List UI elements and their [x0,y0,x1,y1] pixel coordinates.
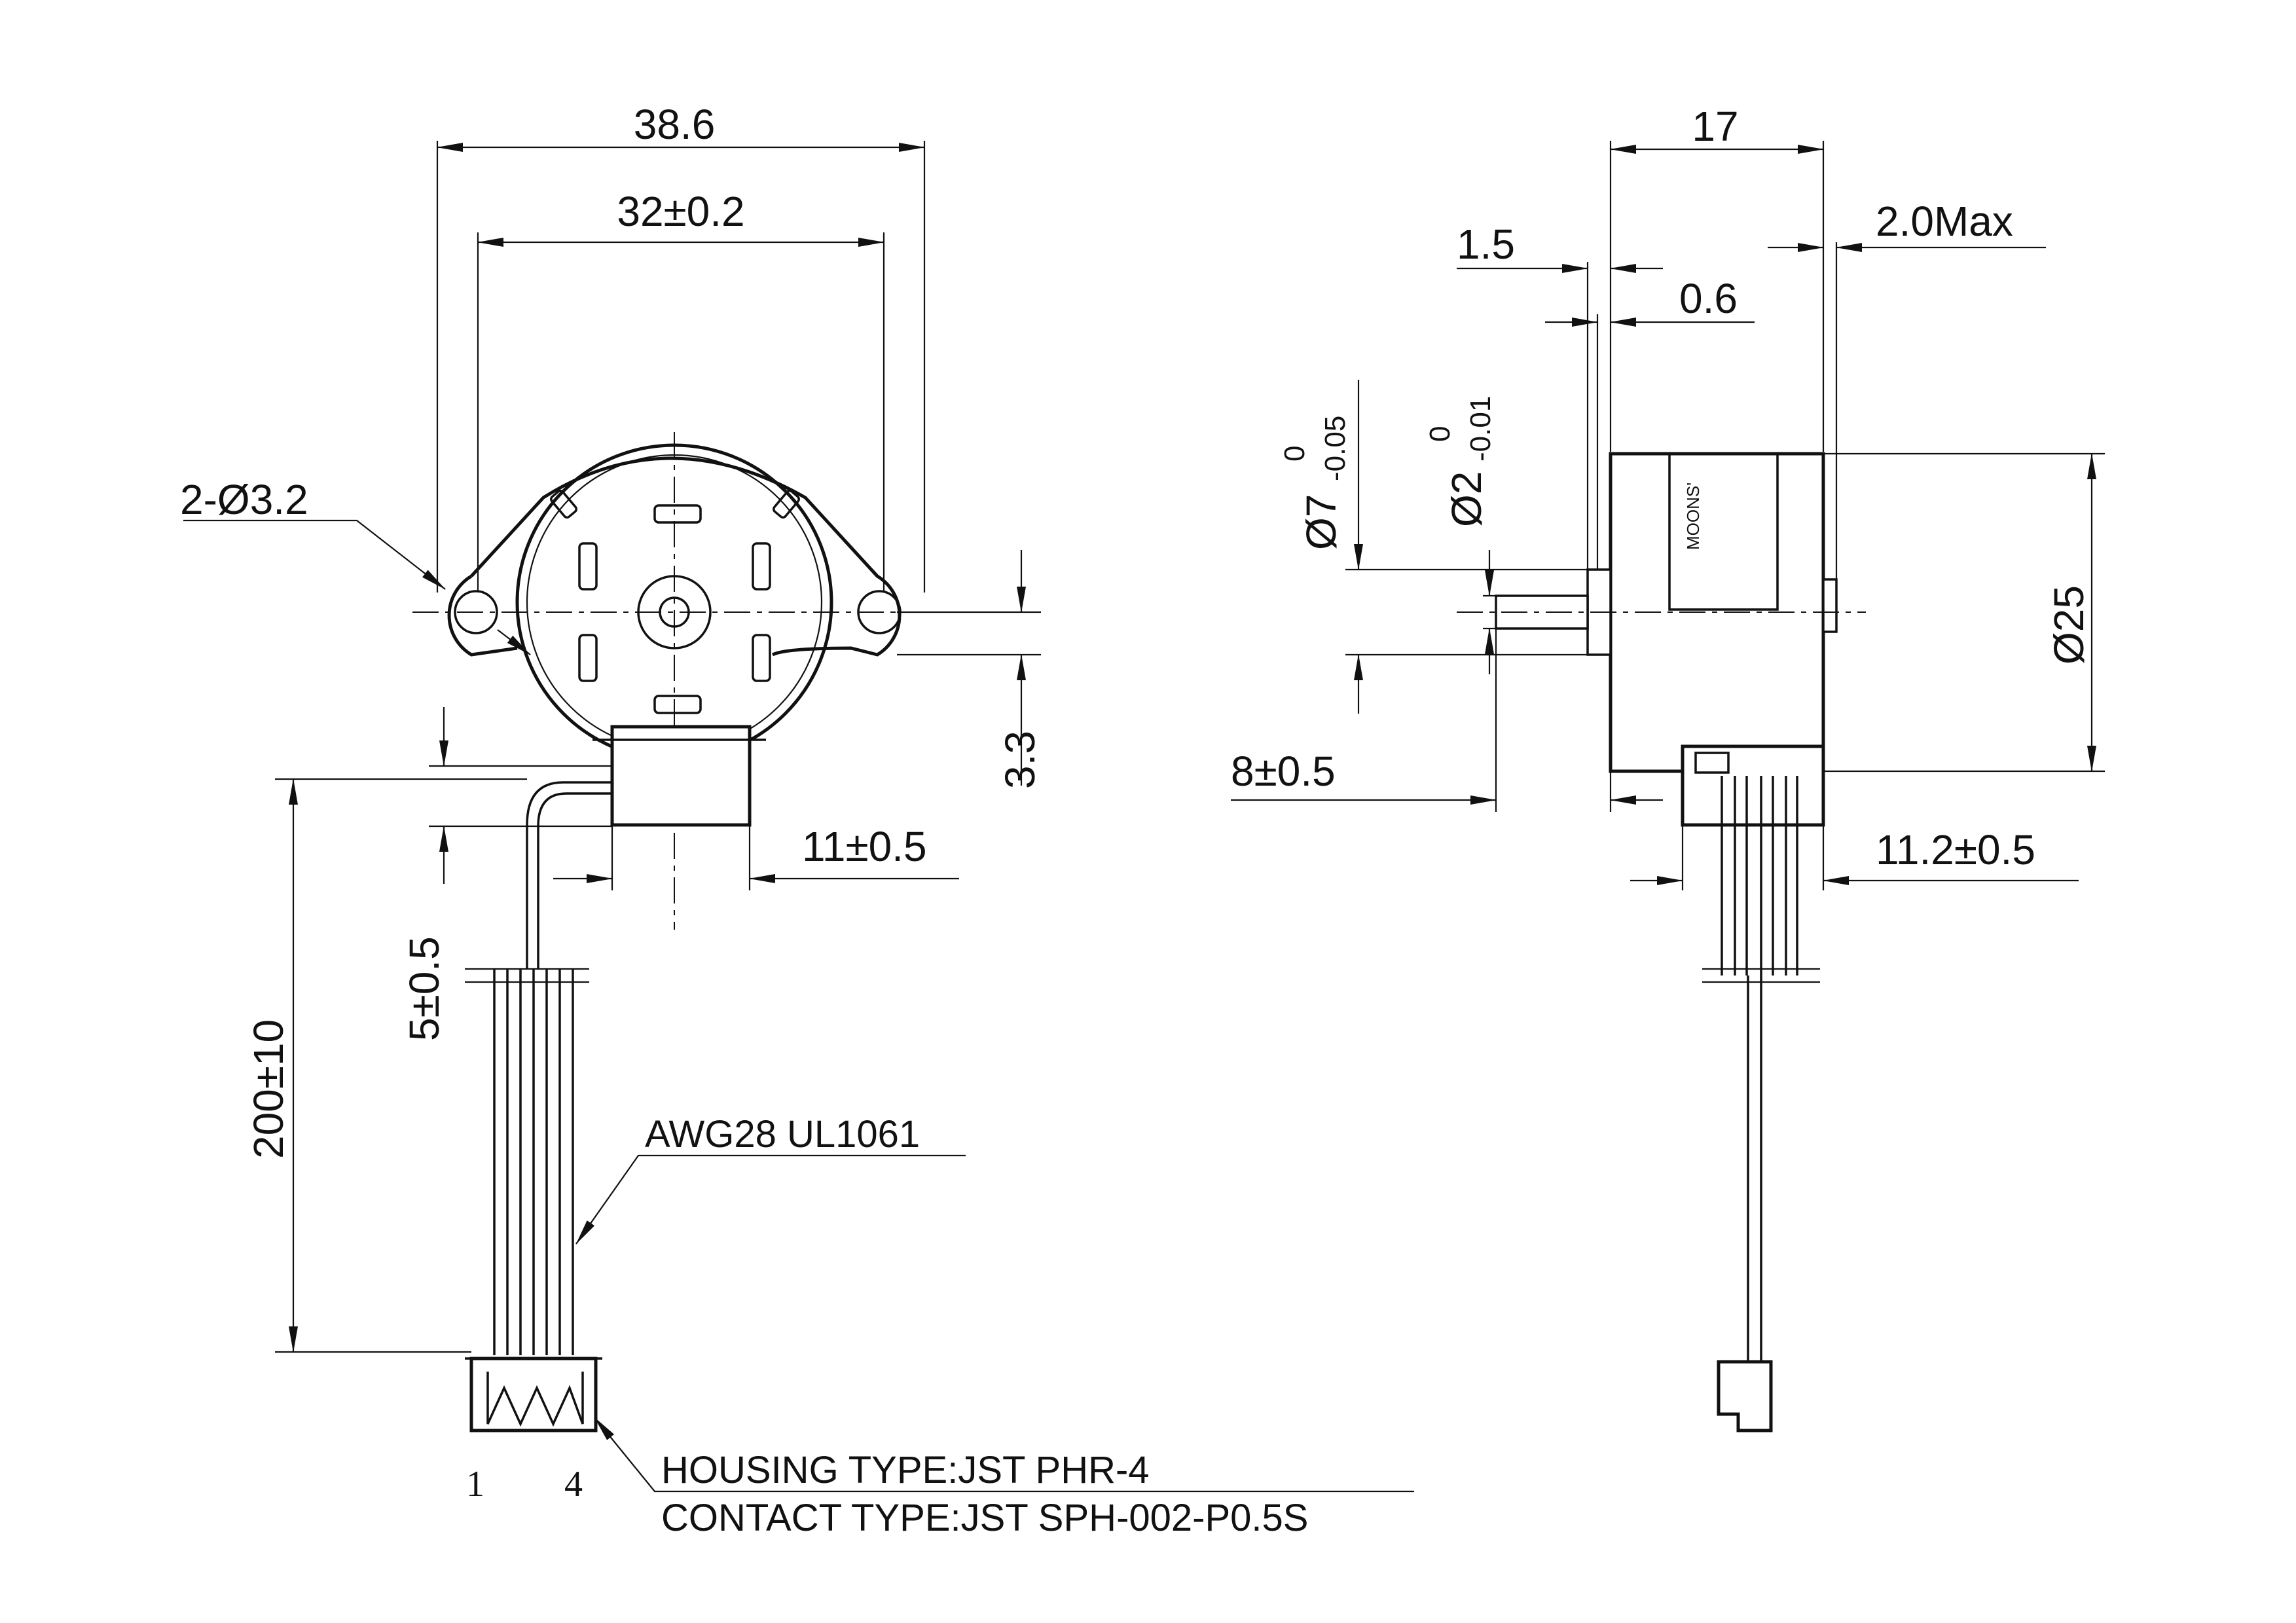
rear-protrusion-label: 2.0Max [1876,198,2013,245]
contact-type-note: CONTACT TYPE:JST SPH-002-P0.5S [661,1497,1308,1539]
body-diameter-label: Ø25 [2045,585,2092,665]
connector-width-label: 11.2±0.5 [1876,826,2035,873]
pin-first-label: 1 [466,1464,484,1504]
front-view: 38.6 32±0.2 2-Ø3.2 3.3 11±0.5 5±0.5 200± [180,101,1414,1539]
rear-bump [1822,578,1838,633]
boss-tol-lower: -0.05 [1319,416,1351,481]
shaft [1495,594,1589,630]
side-connector [1717,1360,1773,1432]
overall-width-label: 38.6 [634,101,716,148]
vent-slots [550,489,800,714]
gear-housing [610,725,752,827]
mount-holes-label: 2-Ø3.2 [180,476,308,523]
label-plate [1668,452,1779,611]
body-length-label: 17 [1692,103,1738,150]
brand-logo-label: MOONS' [1683,483,1703,550]
mount-hole-left [454,590,498,634]
side-wires [1721,776,1798,1362]
flange-offset-label: 1.5 [1457,221,1515,268]
shaft-tol-lower: -0.01 [1465,396,1497,462]
shoulder-label: 0.6 [1679,275,1738,322]
shaft-tol-upper: 0 [1424,426,1456,442]
housing-type-note: HOUSING TYPE:JST PHR-4 [661,1449,1150,1491]
wire-bend [526,781,612,969]
wire-bundle [493,969,574,1355]
lead-length-label: 200±10 [245,1019,292,1159]
hole-spacing-label: 32±0.2 [617,188,744,235]
shaft-diameter-label: Ø2 [1443,471,1490,527]
front-flange-outline [447,456,902,657]
flange-thickness-label: 3.3 [996,731,1044,789]
shaft-length-label: 8±0.5 [1231,748,1336,795]
gear-offset-label: 5±0.5 [401,936,448,1041]
wire-spec-label: AWG28 UL1061 [645,1113,920,1156]
pin-last-label: 4 [564,1464,583,1504]
boss-diameter-label: Ø7 [1298,494,1345,550]
gear-housing-width-label: 11±0.5 [802,823,927,870]
side-view: MOONS' 17 [1231,103,2105,1432]
boss-tol-upper: 0 [1279,446,1311,462]
